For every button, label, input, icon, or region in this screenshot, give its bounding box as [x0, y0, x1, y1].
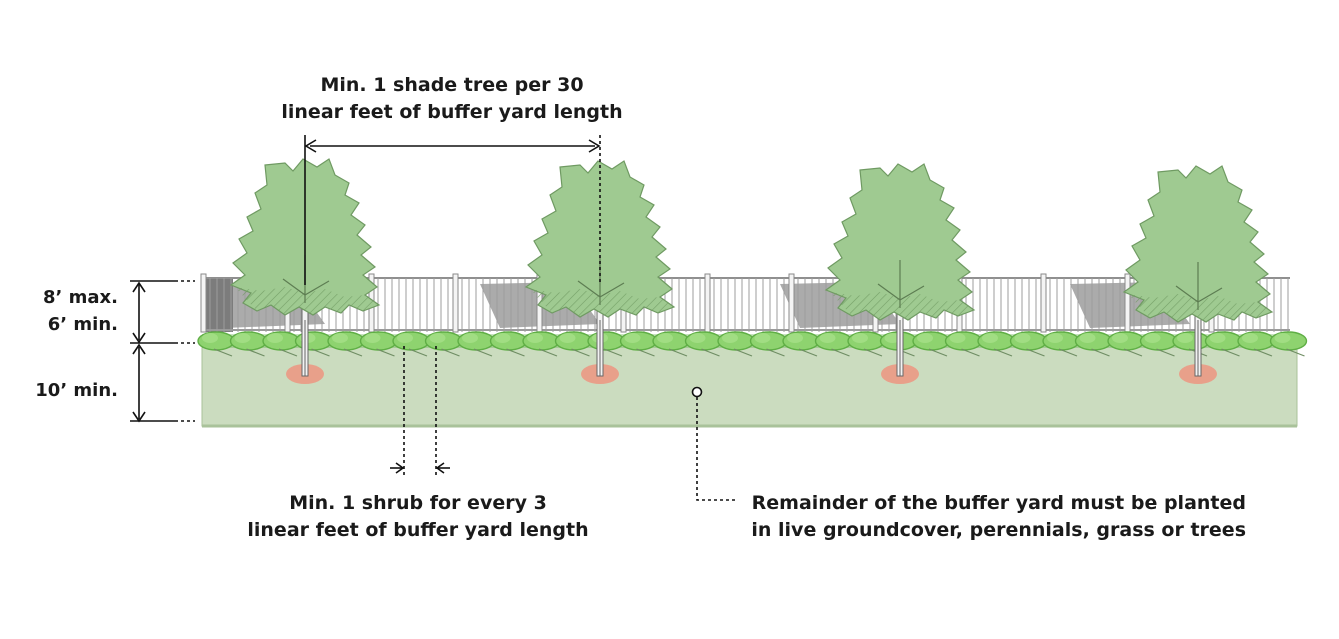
buffer-yard-ground — [201, 343, 1298, 428]
shrub — [684, 331, 723, 357]
shrub — [197, 331, 235, 357]
shade-tree-row — [230, 158, 1273, 384]
shrub — [749, 331, 788, 357]
canopy-hatch — [1128, 294, 1272, 322]
shrub — [717, 331, 755, 357]
fence-max-label: 8’ max. — [43, 287, 118, 308]
fence-post — [1040, 273, 1047, 333]
remainder-label-line2: in live groundcover, perennials, grass o… — [751, 519, 1246, 541]
canopy-hatch — [830, 292, 974, 320]
fence-post — [788, 273, 795, 333]
fence-min-label: 6’ min. — [48, 314, 118, 335]
canopy-hatch — [235, 287, 379, 315]
remainder-label-line1: Remainder of the buffer yard must be pla… — [752, 492, 1246, 514]
tree-canopy — [825, 163, 975, 321]
shrub — [457, 331, 495, 357]
canopy-hatch — [530, 289, 674, 317]
shade-tree — [825, 163, 975, 384]
tree-canopy — [1123, 165, 1273, 323]
shrub — [944, 331, 983, 357]
fence-post — [704, 273, 711, 333]
shade-tree — [1123, 165, 1273, 384]
shrub — [229, 331, 268, 357]
tree-spacing-label-line2: linear feet of buffer yard length — [281, 101, 622, 123]
shrub — [1042, 331, 1080, 357]
shrub — [1237, 331, 1275, 357]
fence-post — [452, 273, 459, 333]
fence-post — [1124, 273, 1131, 333]
shrub — [359, 331, 398, 357]
shrub — [619, 331, 658, 357]
shrub — [522, 331, 560, 357]
fence-height-dimension — [130, 280, 195, 344]
shrub — [1074, 331, 1113, 357]
shrub-spacing-dimension — [390, 346, 450, 476]
fence-end-panel — [203, 278, 233, 332]
fence-post — [200, 273, 207, 333]
shrub — [554, 331, 593, 357]
shrub-row — [197, 331, 1308, 357]
yard-depth-label: 10’ min. — [35, 380, 118, 401]
remainder-leader-line — [696, 397, 738, 501]
tree-spacing-dimension — [304, 135, 601, 285]
shade-tree — [525, 160, 675, 384]
shrub — [424, 331, 463, 357]
shrub-spacing-label-line2: linear feet of buffer yard length — [247, 519, 588, 541]
yard-depth-dimension — [130, 342, 195, 423]
shrub-spacing-label-line1: Min. 1 shrub for every 3 — [289, 492, 547, 514]
tree-spacing-label-line1: Min. 1 shade tree per 30 — [320, 74, 583, 96]
remainder-marker — [691, 386, 703, 398]
shrub — [489, 331, 528, 357]
shrub — [1269, 331, 1308, 357]
